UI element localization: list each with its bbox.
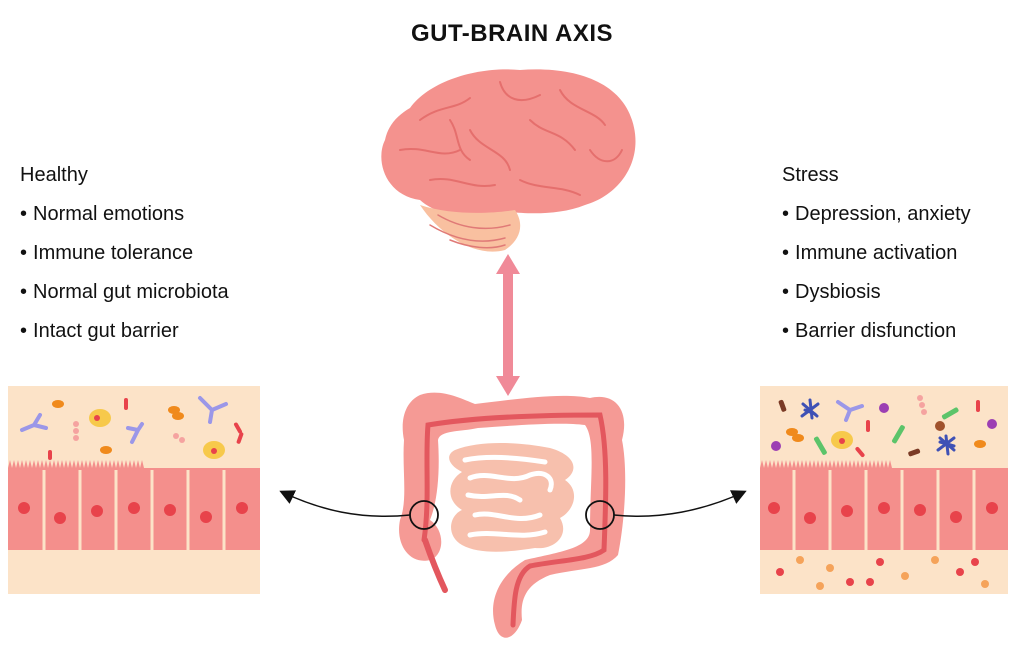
- stress-item: Depression, anxiety: [782, 195, 971, 234]
- stress-item: Immune activation: [782, 234, 971, 273]
- stress-list: Depression, anxiety Immune activation Dy…: [782, 195, 971, 351]
- healthy-list: Normal emotions Immune tolerance Normal …: [20, 195, 229, 351]
- healthy-item: Immune tolerance: [20, 234, 229, 273]
- stress-tissue-illustration: [760, 386, 1008, 594]
- arrow-to-stress: [613, 490, 747, 518]
- arrow-to-healthy: [279, 490, 411, 518]
- healthy-item: Normal gut microbiota: [20, 273, 229, 312]
- healthy-heading: Healthy: [20, 164, 88, 186]
- stress-panel: Stress Depression, anxiety Immune activa…: [782, 156, 971, 351]
- brain-icon: [381, 69, 636, 252]
- healthy-item: Intact gut barrier: [20, 312, 229, 351]
- stress-heading: Stress: [782, 164, 839, 186]
- healthy-panel: Healthy Normal emotions Immune tolerance…: [20, 156, 229, 351]
- healthy-item: Normal emotions: [20, 195, 229, 234]
- microvilli: [8, 460, 260, 482]
- stress-item: Dysbiosis: [782, 273, 971, 312]
- diagram-title: GUT-BRAIN AXIS: [410, 20, 614, 47]
- bidirectional-arrow-icon: [496, 254, 520, 396]
- stress-item: Barrier disfunction: [782, 312, 971, 351]
- healthy-tissue-illustration: [8, 386, 260, 594]
- intestine-icon: [399, 392, 626, 638]
